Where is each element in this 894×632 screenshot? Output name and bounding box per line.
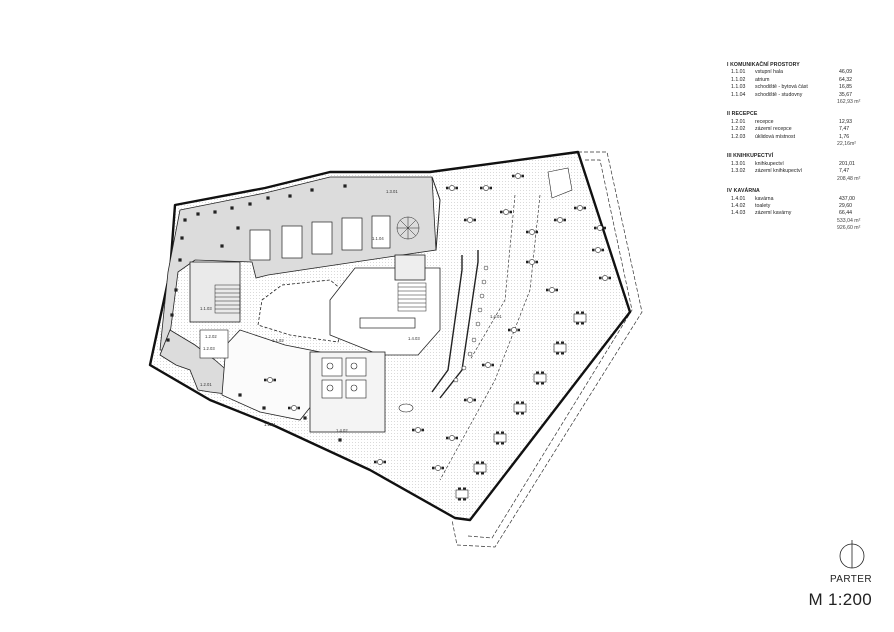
room-area: 16,85 [839, 84, 852, 91]
room-label: 1.1.01 [264, 422, 276, 427]
room-name: knihkupectví [755, 160, 784, 167]
plan-scale: M 1:200 [808, 590, 872, 609]
stairs [214, 216, 427, 314]
north-arrow-icon [839, 540, 865, 569]
legend-section: IV KAVÁRNA 1.4.01 kavárna 437,00 1.4.02 toa… [727, 188, 867, 232]
room-code: 1.1.02 [731, 76, 746, 83]
legend-row: 1.4.02 toalety 29,60 [727, 203, 867, 210]
legend-section-title: I KOMUNIKAČNÍ PROSTORY [727, 62, 800, 68]
legend-row: 1.1.04 schodiště - studovny 35,67 [727, 92, 867, 99]
room-code: 1.4.03 [731, 210, 746, 217]
room-area: 437,00 [839, 195, 855, 202]
room-code: 1.2.01 [731, 118, 746, 125]
legend-row: 1.3.02 zázemí knihkupectví 7,47 [727, 168, 867, 175]
section-total: 162,93 m² [837, 99, 861, 106]
room-code: 1.3.02 [731, 168, 746, 175]
room-code: 1.1.04 [731, 91, 746, 98]
room-code: 1.1.03 [731, 84, 746, 91]
section-total: 533,04 m² [837, 217, 861, 224]
room-code: 1.4.02 [731, 202, 746, 209]
room-area: 1,76 [839, 133, 850, 140]
room-area: 7,47 [839, 126, 850, 133]
room-area: 46,09 [839, 69, 852, 76]
legend-row: 1.1.03 schodiště - bytová část 16,85 [727, 84, 867, 91]
room-name: atrium [755, 76, 770, 83]
room-schedule-legend: I KOMUNIKAČNÍ PROSTORY 1.1.01 vstupní hal… [727, 62, 867, 238]
room-area: 66,44 [839, 210, 852, 217]
room-area: 29,60 [839, 202, 852, 209]
room-name: recepce [755, 118, 774, 125]
room-label: 1.2.02 [205, 334, 217, 339]
room-label: 1.1.04 [372, 236, 384, 241]
room-label: 1.4.03 [408, 336, 420, 341]
section-total: 208,48 m² [837, 175, 861, 182]
legend-section: III KNIHKUPECTVÍ 1.3.01 knihkupectví 201,0… [727, 153, 867, 183]
partitions [431, 176, 541, 481]
legend-row: 1.1.01 vstupní hala 46,09 [727, 69, 867, 76]
room-code: 1.2.03 [731, 133, 746, 140]
room-label: 1.4.02 [336, 428, 348, 433]
room-label: 1.2.01 [200, 382, 212, 387]
room-area: 64,32 [839, 76, 852, 83]
legend-section: I KOMUNIKAČNÍ PROSTORY 1.1.01 vstupní hal… [727, 62, 867, 106]
room-name: toalety [755, 202, 771, 209]
atrium [221, 254, 441, 433]
room-area: 35,67 [839, 91, 852, 98]
room-labels: 1.3.01 1.1.03 1.1.02 1.1.01 1.2.01 1.2.0… [200, 189, 502, 433]
room-name: kavárna [755, 195, 774, 202]
study-benches [249, 215, 416, 329]
room-name: úklidová místnost [755, 133, 796, 140]
plan-title: PARTER [829, 574, 872, 585]
grand-total: 926,60 m² [837, 225, 861, 232]
legend-row: 1.4.01 kavárna 437,00 [727, 196, 867, 203]
legend-section-title: III KNIHKUPECTVÍ [727, 153, 774, 160]
room-area: 12,93 [839, 118, 852, 125]
room-name: schodiště - studovny [755, 91, 803, 98]
room-label: 1.1.03 [200, 306, 212, 311]
room-label: 1.2.03 [203, 346, 215, 351]
room-code: 1.3.01 [731, 160, 746, 167]
room-code: 1.4.01 [731, 195, 746, 202]
legend-row: 1.4.03 zázemí kavárny 66,44 [727, 210, 867, 217]
legend-row: 1.2.01 recepce 12,93 [727, 119, 867, 126]
room-label: 1.3.01 [386, 189, 398, 194]
room-name: schodiště - bytová část [755, 84, 808, 91]
legend-row: 1.3.01 knihkupectví 201,01 [727, 161, 867, 168]
legend-section-title: II RECEPCE [727, 111, 758, 118]
legend-section: II RECEPCE 1.2.01 recepce 12,93 1.2.02 záze… [727, 111, 867, 148]
legend-row: 1.2.03 úklidová místnost 1,76 [727, 134, 867, 141]
legend-section-title: IV KAVÁRNA [727, 188, 760, 195]
service-fixtures [199, 167, 573, 413]
room-area: 201,01 [839, 160, 855, 167]
room-label: 1.4.01 [490, 314, 502, 319]
room-code: 1.1.01 [731, 69, 746, 76]
legend-row: 1.1.02 atrium 64,32 [727, 77, 867, 84]
terrace-outline [451, 151, 643, 548]
room-name: zázemí recepce [755, 126, 792, 133]
legend-row: 1.2.02 zázemí recepce 7,47 [727, 126, 867, 133]
bar-stools [453, 265, 489, 383]
room-label: 1.1.02 [272, 338, 284, 343]
room-name: zázemí kavárny [755, 210, 792, 217]
section-total: 22,16m² [837, 141, 857, 148]
room-area: 7,47 [839, 168, 850, 175]
room-name: zázemí knihkupectví [755, 168, 802, 175]
room-name: vstupní hala [755, 69, 783, 76]
room-code: 1.2.02 [731, 126, 746, 133]
